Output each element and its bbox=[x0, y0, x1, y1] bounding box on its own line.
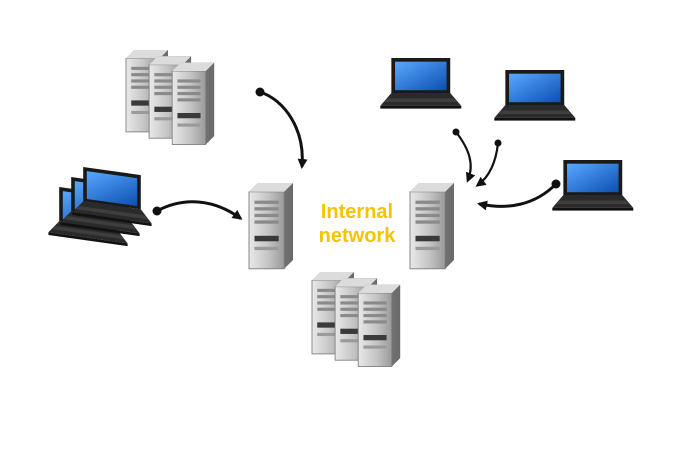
label-line-1: Internal bbox=[320, 201, 394, 223]
arrow-icon bbox=[152, 200, 243, 220]
laptop-icon bbox=[494, 70, 576, 121]
laptop-icon bbox=[380, 58, 462, 109]
arrow-icon bbox=[255, 87, 308, 169]
laptop-stack-icon bbox=[48, 165, 152, 247]
server-cluster-icon bbox=[125, 49, 215, 146]
arrow-icon bbox=[477, 179, 561, 211]
label-line-2: network bbox=[318, 225, 396, 247]
arrow-icon bbox=[452, 128, 476, 183]
server-icon bbox=[409, 182, 455, 270]
server-cluster-icon bbox=[311, 271, 401, 368]
internal-network-label: Internal network bbox=[302, 200, 412, 248]
arrow-icon bbox=[475, 139, 502, 187]
server-icon bbox=[248, 182, 294, 270]
laptop-icon bbox=[552, 160, 634, 211]
